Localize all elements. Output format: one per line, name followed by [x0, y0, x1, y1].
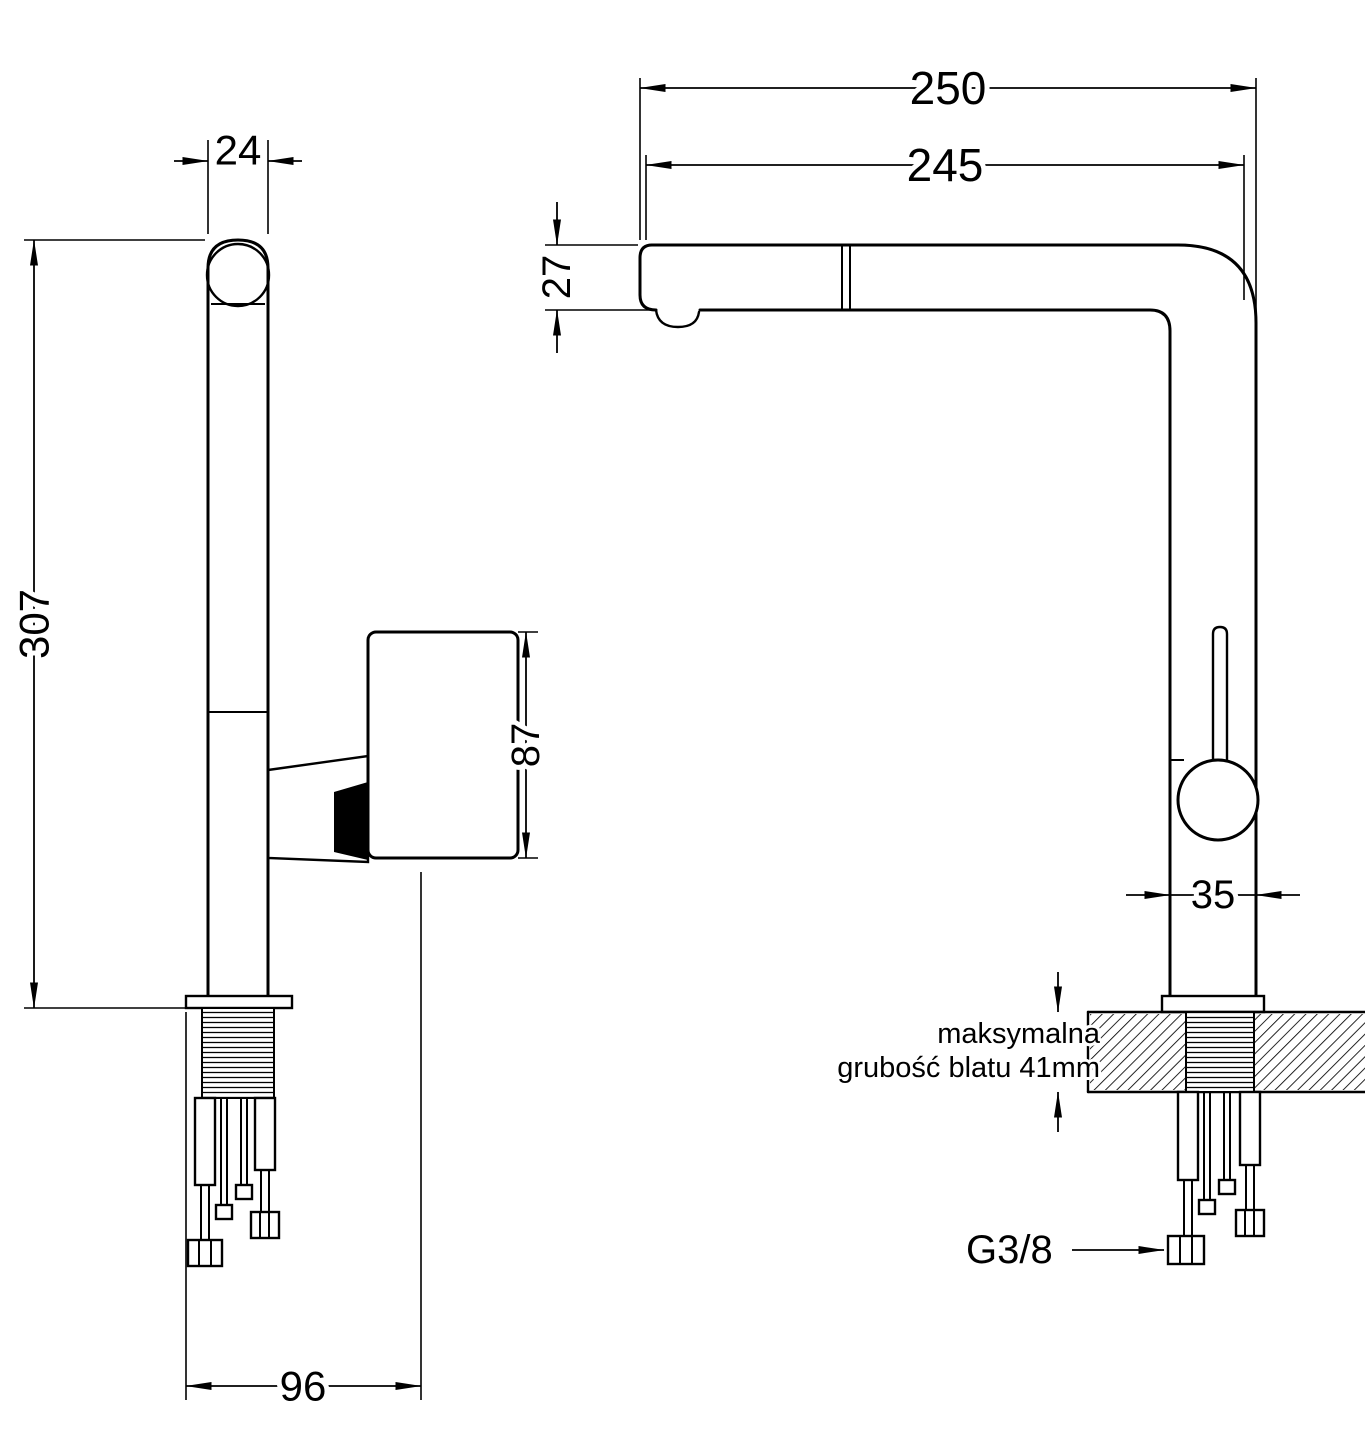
- aerator: [654, 308, 701, 329]
- dim-handle-height: 87: [499, 631, 553, 859]
- dim-label-handle-height: 87: [504, 723, 548, 768]
- dim-spout-reach: 245: [645, 134, 1245, 300]
- countertop-hatch-right: [1254, 1014, 1365, 1090]
- thread-label: G3/8: [966, 1228, 1053, 1272]
- dim-label-total-height: 307: [11, 589, 58, 659]
- stud-inner-right: [1223, 1091, 1231, 1181]
- faucet-pipe: [206, 238, 270, 998]
- handle-joint-shadow: [334, 782, 368, 860]
- stud-nut: [1217, 1178, 1237, 1196]
- dim-total-height: 307: [6, 239, 205, 1009]
- dim-label-spout-reach: 245: [907, 139, 984, 191]
- spout-bottom-outline: [698, 308, 1172, 998]
- hex-nut-g38: [1166, 1234, 1206, 1266]
- stud-inner-right: [240, 1097, 248, 1186]
- hex-nut-left: [186, 1238, 224, 1268]
- hose-right-rod: [260, 1169, 270, 1213]
- dim-spout-height: 27: [530, 202, 652, 353]
- hex-nut-right: [249, 1210, 281, 1240]
- dim-spout-width: 24: [174, 122, 302, 234]
- dim-base-depth: 96: [185, 872, 422, 1415]
- dim-label-body-width: 35: [1191, 873, 1236, 917]
- stud-inner-left: [220, 1097, 228, 1206]
- threaded-shank-front: [1185, 1011, 1255, 1093]
- countertop-hatch-left: [1090, 1014, 1186, 1090]
- base-flange-front: [1160, 994, 1266, 1014]
- side-view: 24 307 87 96: [6, 122, 554, 1415]
- countertop: [1086, 1010, 1365, 1094]
- hose-left-rod: [1183, 1179, 1193, 1237]
- hose-left: [1176, 1090, 1200, 1182]
- hose-right: [253, 1096, 277, 1172]
- spout-nozzle: [205, 242, 271, 308]
- spout-tip: [638, 243, 658, 312]
- front-view: 250 245 27 35 maksymalna: [530, 57, 1365, 1277]
- stud-nut: [1197, 1198, 1217, 1216]
- counter-note-line2: grubość blatu 41mm: [837, 1052, 1100, 1084]
- hex-nut-right: [1234, 1208, 1266, 1238]
- thread-callout: G3/8: [961, 1223, 1165, 1277]
- stud-nut: [214, 1203, 234, 1221]
- mounting-hardware-front: [1166, 1090, 1266, 1266]
- threaded-shank: [201, 1007, 275, 1099]
- dim-label-spout-height: 27: [535, 255, 579, 300]
- lever-ball-joint: [1176, 758, 1260, 842]
- counter-note-line1: maksymalna: [937, 1018, 1101, 1050]
- stud-nut: [234, 1183, 254, 1201]
- handle-block: [366, 630, 520, 860]
- dim-label-base-depth: 96: [280, 1363, 327, 1410]
- dim-label-overall-reach: 250: [910, 62, 987, 114]
- dim-overall-reach: 250: [639, 57, 1257, 320]
- lever-handle: [1211, 625, 1229, 772]
- dim-label-spout-width: 24: [215, 127, 262, 174]
- base-flange: [184, 994, 294, 1010]
- spout-top-outline: [650, 243, 1258, 998]
- mounting-hardware-side: [186, 1096, 281, 1268]
- hose-right: [1238, 1090, 1262, 1167]
- stud-inner-left: [1203, 1091, 1211, 1201]
- hose-left: [193, 1096, 217, 1187]
- dim-body-width: 35: [1126, 868, 1300, 922]
- counter-thickness-note: maksymalna grubość blatu 41mm: [834, 972, 1104, 1132]
- hose-left-rod: [200, 1184, 210, 1241]
- hose-right-rod: [1245, 1164, 1255, 1211]
